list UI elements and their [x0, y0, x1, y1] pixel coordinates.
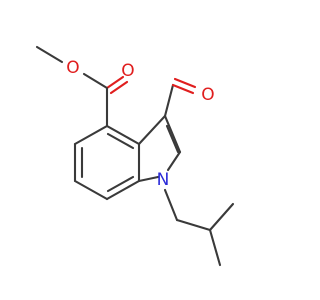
bond-ch2-ch: [175, 218, 212, 232]
bond-cho-o-a: [171, 83, 195, 95]
bond-ch-ch3-top: [208, 202, 235, 232]
bond-ch-ch3-bottom: [208, 228, 222, 267]
indole-nitrogen-label: N: [157, 170, 170, 190]
bond-methyl-o: [35, 45, 64, 64]
bond-n1-ch2: [163, 188, 179, 222]
bond-c2-n1: [166, 150, 182, 172]
bond-ring-c3a-c4: [105, 124, 141, 146]
bond-carbonyl-o-b: [109, 80, 129, 95]
bond-c3a-c3: [137, 114, 167, 146]
bond-n1-c7a: [137, 175, 160, 183]
bond-ring-c4-c5: [73, 124, 109, 146]
molecule-structure-diagram: O O O N: [35, 45, 235, 267]
ester-carbonyl-oxygen-label: O: [121, 61, 134, 81]
ester-ether-oxygen-label: O: [66, 58, 79, 78]
bond-ring-c7-c7a: [105, 179, 141, 201]
bond-cho-o-b: [173, 77, 197, 89]
bond-o-carbonyl-carbon: [82, 72, 109, 90]
bond-carbonyl-o-a: [105, 75, 125, 90]
bond-ring-c7-c7a-inner: [106, 175, 135, 193]
bond-c3-cho: [163, 83, 175, 118]
bond-c3-c2: [163, 114, 182, 154]
bond-ring-c6-c7: [73, 179, 109, 201]
bond-c3-c2-inner: [165, 124, 180, 154]
bond-ring-c3a-c4-inner: [106, 132, 135, 150]
aldehyde-oxygen-label: O: [201, 85, 214, 105]
